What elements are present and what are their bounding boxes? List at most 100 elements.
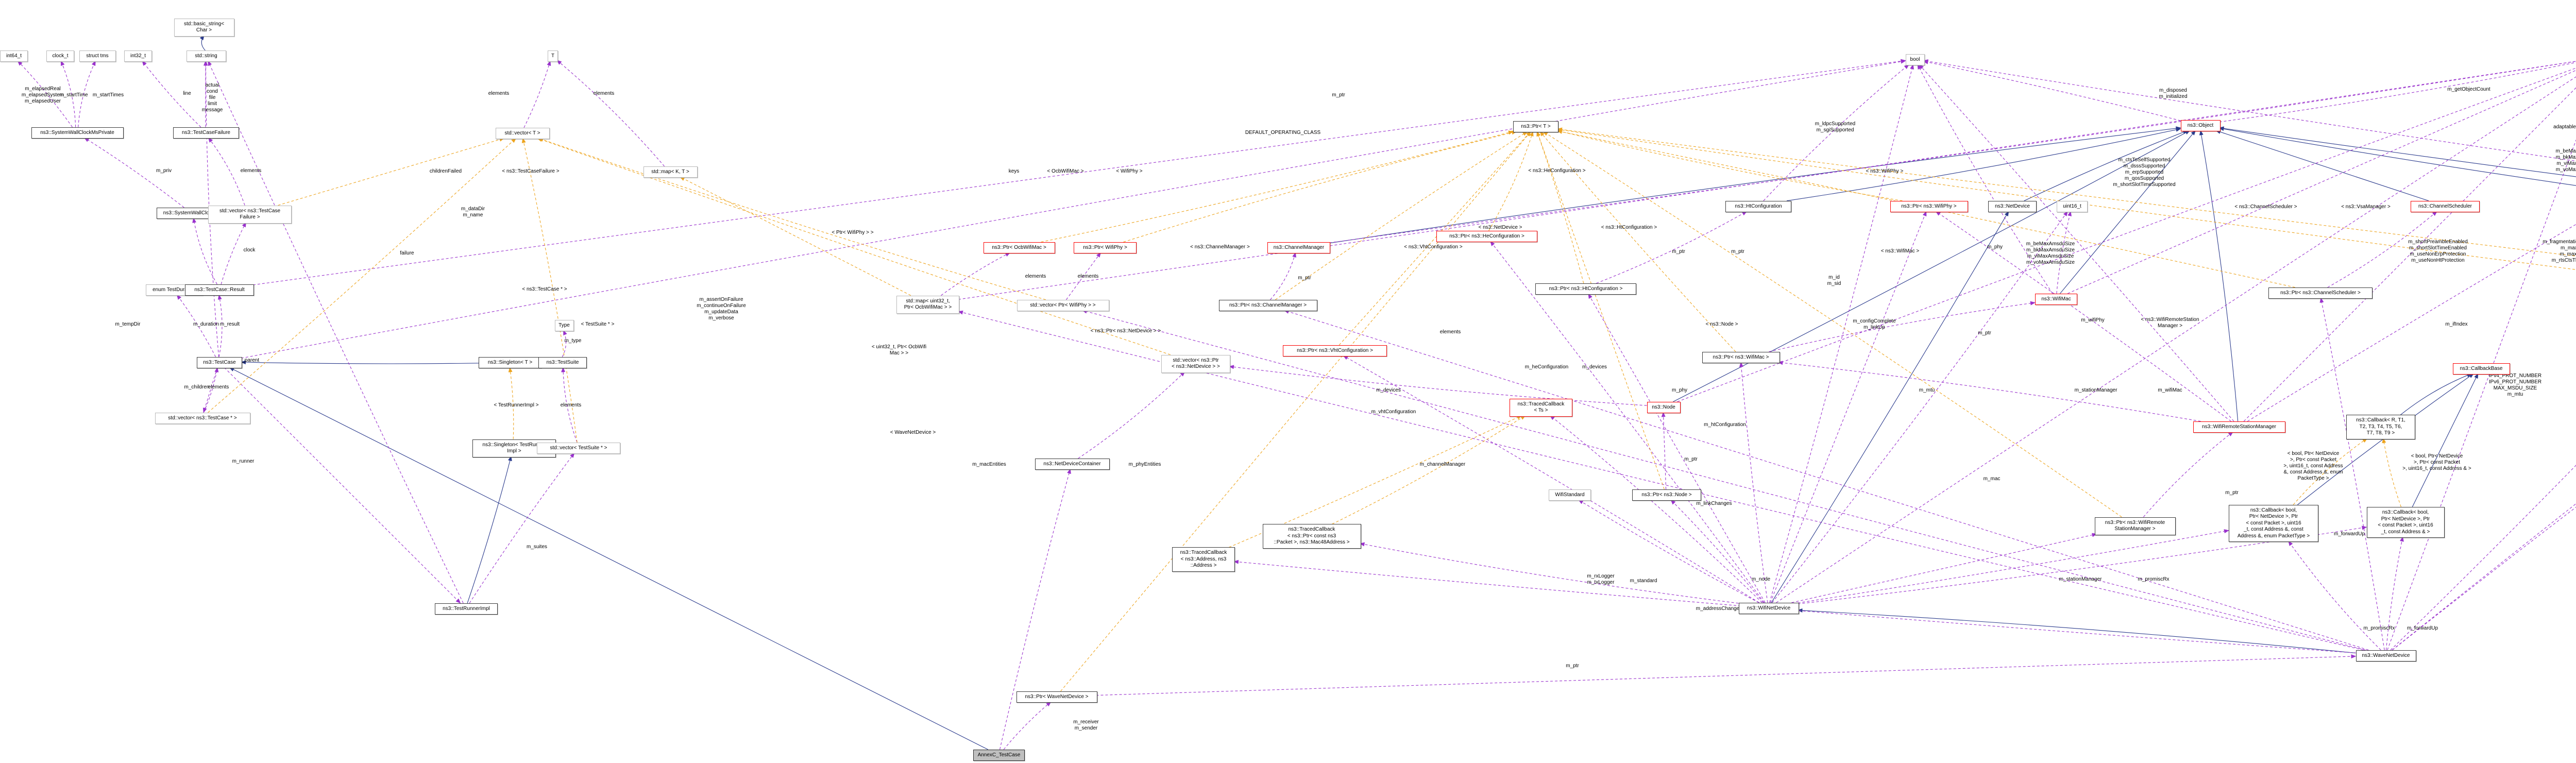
edge-label: m_beMaxAmsduSize m_bkMaxAmsduSize m_viMa… xyxy=(2026,241,2075,265)
node-ptr_chsched[interactable]: ns3::Ptr< ns3::ChannelScheduler > xyxy=(2268,287,2372,299)
node-swcm_private[interactable]: ns3::SystemWallClockMsPrivate xyxy=(31,127,124,139)
node-test_suite[interactable]: ns3::TestSuite xyxy=(538,357,587,369)
edge-ptr_node-node xyxy=(1661,412,1667,489)
edge-label: < ns3::ChannelScheduler > xyxy=(2234,204,2297,210)
node-callback_R[interactable]: ns3::Callback< R, T1, T2, T3, T4, T5, T6… xyxy=(2346,415,2415,439)
node-test_runner[interactable]: ns3::TestRunnerImpl xyxy=(435,603,498,615)
edge-ht_config-bool_node xyxy=(1763,64,1909,201)
node-ht_config[interactable]: ns3::HtConfiguration xyxy=(1725,200,1791,213)
node-ptr_ht[interactable]: ns3::Ptr< ns3::HtConfiguration > xyxy=(1535,283,1636,295)
node-netdev_container[interactable]: ns3::NetDeviceContainer xyxy=(1035,458,1110,470)
edge-test_runner-vec_ts xyxy=(469,452,575,604)
edge-ptr_ht-ht_config xyxy=(1596,211,1748,284)
node-map_KT[interactable]: std::map< K, T > xyxy=(643,166,698,178)
edge-label: m_parent xyxy=(237,358,260,363)
node-wifimac[interactable]: ns3::WifiMac xyxy=(2035,293,2077,306)
node-vec_ts[interactable]: std::vector< TestSuite * > xyxy=(537,442,620,454)
node-tc_ts[interactable]: ns3::TracedCallback < Ts > xyxy=(1510,398,1572,417)
node-basic_string[interactable]: std::basic_string< Char > xyxy=(174,18,234,37)
node-node[interactable]: ns3::Node xyxy=(1647,401,1681,414)
edge-vec_netdev-vec_T xyxy=(537,138,1171,355)
edge-label: < ns3::HtConfiguration > xyxy=(1601,225,1657,230)
edge-label: m_promiscRx xyxy=(2363,625,2395,631)
node-vec_netdev[interactable]: std::vector< ns3::Ptr < ns3::NetDevice >… xyxy=(1161,354,1230,373)
node-ptr_channel_manager[interactable]: ns3::Ptr< ns3::ChannelManager > xyxy=(1218,299,1317,312)
edge-label: failure xyxy=(400,250,414,256)
node-callback7[interactable]: ns3::Callback< bool, Ptr< NetDevice >, P… xyxy=(2229,504,2318,542)
edge-label: < WaveNetDevice > xyxy=(890,430,936,435)
node-result[interactable]: ns3::TestCase::Result xyxy=(185,284,254,296)
node-wifistandard[interactable]: WifiStandard xyxy=(1549,489,1591,501)
node-ptr_ocb[interactable]: ns3::Ptr< OcbWifiMac > xyxy=(983,242,1055,254)
edge-wavenetdev-wifinetdev xyxy=(1797,608,2356,654)
node-wrsm[interactable]: ns3::WifiRemoteStationManager xyxy=(2193,421,2285,433)
edge-label: < ns3::HeConfiguration > xyxy=(1528,168,1586,174)
node-tc_packet[interactable]: ns3::TracedCallback < ns3::Ptr< const ns… xyxy=(1262,524,1361,549)
edge-label: m_macEntities xyxy=(972,462,1006,467)
node-struct_tms[interactable]: struct tms xyxy=(79,50,116,62)
edge-txprofile-bool_node xyxy=(1923,59,2576,162)
node-ptr_wifimac[interactable]: ns3::Ptr< ns3::WifiMac > xyxy=(1702,351,1780,364)
node-netdevice[interactable]: ns3::NetDevice xyxy=(1988,200,2037,213)
edge-label: m_startTimes xyxy=(92,92,124,98)
edge-label: elements xyxy=(1077,274,1099,279)
edge-test_suite-type xyxy=(562,330,567,358)
edge-label: m_vhtConfiguration xyxy=(1371,409,1416,415)
edge-result-vec_tcf xyxy=(221,222,246,284)
edge-ptr_ocb-ptr_T xyxy=(1041,130,1514,243)
edge-wavenetdev-ptr_coord xyxy=(2392,506,2576,651)
node-annexc[interactable]: AnnexC_TestCase xyxy=(973,749,1025,761)
edge-label: adaptable xyxy=(2553,124,2576,130)
node-vec_tc[interactable]: std::vector< ns3::TestCase * > xyxy=(155,412,250,425)
node-singleton_T[interactable]: ns3::Singleton< T > xyxy=(479,357,541,369)
node-type[interactable]: Type xyxy=(554,319,574,332)
edge-label: m_phy xyxy=(1987,244,2003,250)
node-ptr_wrsm[interactable]: ns3::Ptr< ns3::WifiRemote StationManager… xyxy=(2094,517,2176,535)
node-uint16[interactable]: uint16_t xyxy=(2057,200,2088,213)
node-object[interactable]: ns3::Object xyxy=(2180,120,2221,132)
node-ptr_wave[interactable]: ns3::Ptr< WaveNetDevice > xyxy=(1016,691,1097,703)
edge-ptr_node-ptr_T xyxy=(1536,131,1665,489)
edge-label: m_stationManager xyxy=(2074,387,2117,393)
node-map_ocb[interactable]: std::map< uint32_t, Ptr< OcbWifiMac > > xyxy=(896,295,959,314)
node-ptr_T[interactable]: ns3::Ptr< T > xyxy=(1513,121,1558,133)
edge-ptr_wave-wavenetdev xyxy=(1096,654,2357,696)
edge-ptr_channel_manager-ptr_T xyxy=(1275,131,1528,300)
edge-label: elements xyxy=(1025,274,1046,279)
node-vec_tcf[interactable]: std::vector< ns3::TestCase Failure > xyxy=(208,205,292,224)
node-bool_node[interactable]: bool xyxy=(1905,54,1925,66)
edge-label: DEFAULT_OPERATING_CLASS xyxy=(1245,130,1321,135)
edge-wifimac-uint32 xyxy=(2067,70,2576,294)
node-int64_t[interactable]: int64_t xyxy=(0,50,28,62)
node-ptr_he[interactable]: ns3::Ptr< ns3::HeConfiguration > xyxy=(1436,230,1537,243)
edge-label: IPv4_PROT_NUMBER IPv6_PROT_NUMBER MAX_MS… xyxy=(2488,373,2542,397)
edge-label: elements xyxy=(560,402,582,408)
node-ptr_wifiphy[interactable]: ns3::Ptr< ns3::WifiPhy > xyxy=(1890,200,1968,213)
node-wavenetdev[interactable]: ns3::WaveNetDevice xyxy=(2355,650,2416,662)
node-tc_addr[interactable]: ns3::TracedCallback < ns3::Address, ns3 … xyxy=(1172,547,1235,572)
node-test_case[interactable]: ns3::TestCase xyxy=(197,357,242,369)
edge-callback5-callback_R xyxy=(2382,437,2402,507)
node-vec_T[interactable]: std::vector< T > xyxy=(495,127,550,140)
node-vec_wifiphy[interactable]: std::vector< Ptr< WifiPhy > > xyxy=(1016,299,1109,312)
node-test_case_failure[interactable]: ns3::TestCaseFailure xyxy=(173,127,239,139)
node-clock_t[interactable]: clock_t xyxy=(46,50,74,62)
node-std_string[interactable]: std::string xyxy=(186,50,226,62)
node-T_node[interactable]: T xyxy=(548,50,558,62)
node-ptr_wifiphy_s[interactable]: ns3::Ptr< WifiPhy > xyxy=(1074,242,1137,254)
node-channel_manager[interactable]: ns3::ChannelManager xyxy=(1267,242,1330,254)
node-callback_base[interactable]: ns3::CallbackBase xyxy=(2452,363,2510,375)
node-callback5[interactable]: ns3::Callback< bool, Ptr< NetDevice >, P… xyxy=(2366,507,2445,538)
node-chsched[interactable]: ns3::ChannelScheduler xyxy=(2411,200,2480,213)
edge-vec_tcf-test_case_failure xyxy=(208,137,245,206)
edge-label: m_ptr xyxy=(1684,456,1698,462)
edge-swcm_private-struct_tms xyxy=(78,60,96,127)
node-ptr_node[interactable]: ns3::Ptr< ns3::Node > xyxy=(1632,489,1701,501)
node-wifinetdev[interactable]: ns3::WifiNetDevice xyxy=(1738,602,1799,615)
edge-wifinetdev-ptr_node xyxy=(1670,499,1764,603)
node-ptr_vht[interactable]: ns3::Ptr< ns3::VhtConfiguration > xyxy=(1283,345,1387,357)
edge-label: clock xyxy=(243,247,256,253)
edge-wavenetdev-callback5 xyxy=(2385,536,2404,650)
node-int32_t[interactable]: int32_t xyxy=(124,50,152,62)
